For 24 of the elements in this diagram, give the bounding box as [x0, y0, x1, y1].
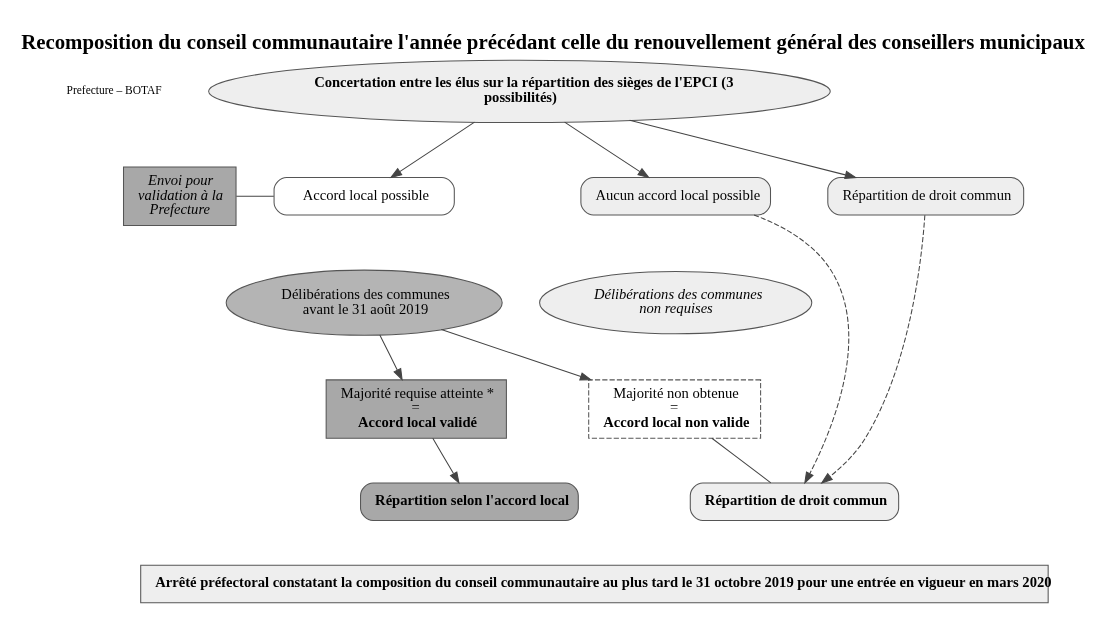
node-box: Envoi pour validation à la Prefecture — [123, 166, 237, 226]
node-box: Répartition selon l'accord local — [360, 482, 579, 522]
node-box: Accord local possible — [273, 177, 455, 216]
node-box: Aucun accord local possible — [580, 177, 772, 216]
arrow — [389, 121, 476, 179]
node-box: Arrêté préfectoral constatant la composition du conseil communautaire au plus tard le 31 octobre 2019 pour une entrée en vigueur en mars 2020 — [140, 564, 1049, 604]
node-ellipse: Délibérations des communes avant le 31 août 2019 — [225, 269, 503, 336]
arrow — [753, 214, 850, 485]
node-box: Majorité requise atteinte * = Accord local validé — [325, 379, 507, 439]
connector — [235, 195, 275, 197]
arrow — [564, 121, 650, 179]
arrow — [379, 334, 403, 381]
node-ellipse: Concertation entre les élus sur la répartition des sièges de l'EPCI (3 possibilités) — [208, 59, 831, 124]
label: Prefecture – BOTAF — [66, 84, 162, 97]
arrow — [820, 214, 926, 484]
node-box: Répartition de droit commun — [689, 482, 900, 522]
arrow — [432, 437, 460, 485]
arrow — [440, 329, 593, 381]
arrow — [629, 119, 858, 180]
connector — [711, 437, 772, 484]
node-box: Répartition de droit commun — [827, 177, 1025, 216]
node-ellipse: Délibérations des communes non requises — [539, 271, 813, 335]
diagram-title: Recomposition du conseil communautaire l'année précédant celle du renouvellement général des conseillers municipaux — [21, 29, 1085, 54]
node-box: Majorité non obtenue = Accord local non valide — [588, 379, 762, 439]
